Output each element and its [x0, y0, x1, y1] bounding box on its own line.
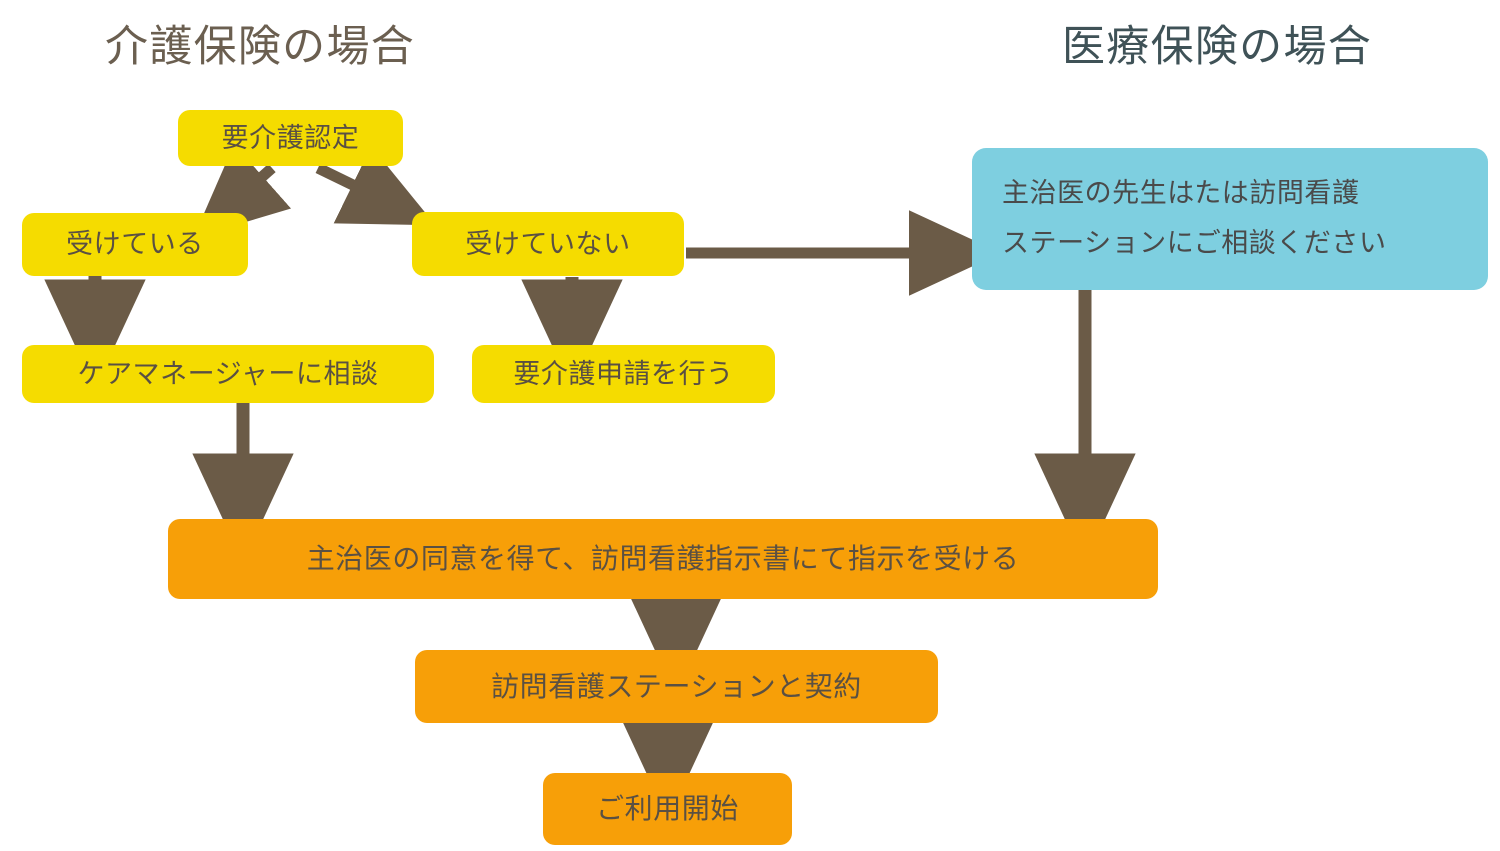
node-riyou-kaishi[interactable]: ご利用開始 [543, 773, 792, 845]
node-youkaigo-nintei[interactable]: 要介護認定 [178, 110, 403, 166]
node-shujii-soudan-line1: 主治医の先生はたは訪問看護 [1002, 178, 1360, 209]
node-ukete-inai[interactable]: 受けていない [412, 212, 684, 276]
node-shujii-soudan-line2: ステーションにご相談ください [1002, 228, 1387, 258]
node-station-keiyaku[interactable]: 訪問看護ステーションと契約 [415, 650, 938, 723]
node-youkaigo-shinsei[interactable]: 要介護申請を行う [472, 345, 775, 403]
node-shujii-soudan[interactable]: 主治医の先生はたは訪問看護 ステーションにご相談ください [972, 148, 1488, 290]
node-care-manager-soudan[interactable]: ケアマネージャーに相談 [22, 345, 434, 403]
node-shujii-doui-shijisho[interactable]: 主治医の同意を得て、訪問看護指示書にて指示を受ける [168, 519, 1158, 599]
care-insurance-title: 介護保険の場合 [105, 23, 416, 71]
node-ukete-iru[interactable]: 受けている [22, 213, 248, 276]
edge-ninteii-to-ukete-iru [193, 144, 292, 238]
edge-ninteii-to-ukete-inai [315, 146, 436, 226]
medical-insurance-title: 医療保険の場合 [1062, 23, 1373, 71]
